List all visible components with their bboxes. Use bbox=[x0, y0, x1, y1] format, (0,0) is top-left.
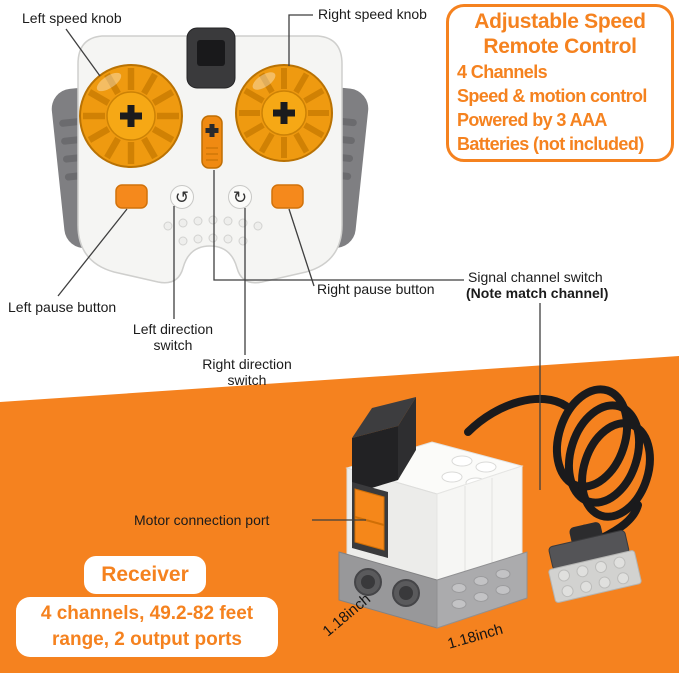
signal-channel-slider bbox=[201, 115, 223, 169]
ir-tower bbox=[352, 397, 416, 494]
right-pause-button bbox=[271, 184, 304, 209]
line-left-speed-knob bbox=[65, 28, 101, 77]
motor-connection-port-switch bbox=[352, 482, 388, 558]
info-feature-batteries: Batteries (not included) bbox=[457, 134, 644, 155]
antenna-block bbox=[186, 27, 236, 89]
left-speed-knob bbox=[79, 64, 183, 168]
info-title-line2: Remote Control bbox=[483, 34, 637, 58]
axle-hole-icon bbox=[120, 105, 142, 127]
line-signal-to-remote bbox=[213, 170, 464, 281]
callout-left-pause-button: Left pause button bbox=[8, 299, 117, 315]
top-studs bbox=[441, 455, 497, 489]
callout-left-speed-knob: Left speed knob bbox=[22, 10, 122, 26]
callout-right-direction-switch: Right direction switch bbox=[202, 356, 292, 389]
connector-plug bbox=[548, 522, 642, 603]
callout-lines bbox=[57, 14, 541, 521]
info-box: Adjustable Speed Remote Control 4 Channe… bbox=[446, 4, 674, 162]
line-right-speed-knob bbox=[288, 14, 313, 66]
info-feature-speed: Speed & motion control bbox=[457, 85, 647, 106]
receiver-base bbox=[338, 551, 528, 629]
rotate-ccw-icon: ↺ bbox=[175, 188, 189, 208]
cable bbox=[464, 385, 654, 542]
axle-hole-icon bbox=[273, 102, 295, 124]
callout-signal-channel-note: (Note match channel) bbox=[466, 285, 609, 301]
left-direction-switch: ↺ bbox=[170, 185, 194, 209]
right-speed-knob bbox=[235, 64, 333, 162]
info-feature-power: Powered by 3 AAA bbox=[457, 110, 607, 131]
receiver-illustration bbox=[338, 385, 654, 629]
remote-control-illustration: ↺ ↻ bbox=[51, 27, 369, 284]
callout-signal-channel-switch: Signal channel switch bbox=[468, 269, 603, 285]
line-right-pause-button bbox=[288, 208, 315, 287]
line-left-pause-button bbox=[57, 208, 128, 297]
receiver-specs-box: 4 channels, 49.2-82 feet range, 2 output… bbox=[16, 597, 278, 657]
callout-right-speed-knob: Right speed knob bbox=[318, 6, 427, 22]
left-pause-button bbox=[115, 184, 148, 209]
receiver-title-box: Receiver bbox=[84, 556, 206, 594]
info-feature-channels: 4 Channels bbox=[457, 61, 548, 82]
info-title-line1: Adjustable Speed bbox=[474, 10, 646, 33]
callout-left-direction-switch: Left direction switch bbox=[132, 321, 214, 354]
rotate-cw-icon: ↻ bbox=[233, 188, 247, 208]
callout-right-pause-button: Right pause button bbox=[317, 281, 435, 297]
right-direction-switch: ↻ bbox=[228, 185, 252, 209]
led-dots bbox=[163, 215, 263, 246]
callout-motor-connection-port: Motor connection port bbox=[134, 512, 270, 528]
